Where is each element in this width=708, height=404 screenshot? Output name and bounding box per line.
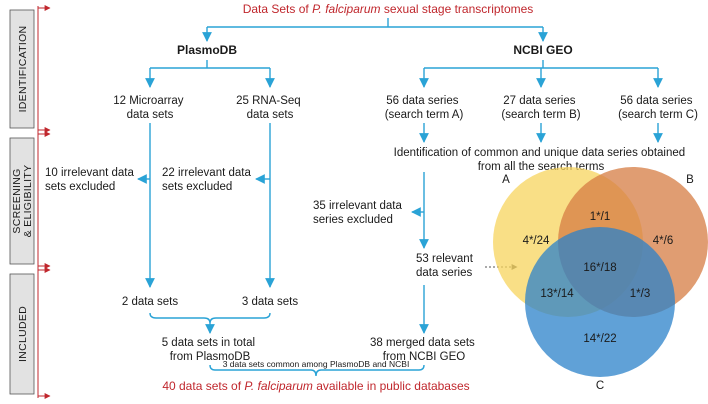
plasmodb-bracket bbox=[149, 312, 271, 324]
microarray-count: 12 Microarray data sets bbox=[113, 95, 187, 121]
stage-identification: IDENTIFICATION bbox=[9, 9, 35, 129]
geo-merged: 38 merged data sets from NCBI GEO bbox=[370, 337, 478, 363]
venn-circle-c bbox=[525, 227, 675, 377]
geo-screening-lines bbox=[411, 172, 429, 249]
stage-identification-label: IDENTIFICATION bbox=[17, 26, 29, 113]
stage-screening-label-line2: & ELIGIBILITY bbox=[22, 165, 34, 238]
diagram-title: Data Sets of P. falciparum sexual stage … bbox=[243, 2, 534, 16]
geo-header: NCBI GEO bbox=[513, 43, 572, 57]
stage-timeline bbox=[37, 5, 51, 399]
venn-only-c: 14*/22 bbox=[583, 333, 616, 345]
plasmodb-total: 5 data sets in total from PlasmoDB bbox=[162, 337, 259, 363]
geo-relevant: 53 relevant data series bbox=[416, 253, 476, 279]
plasmodb-split bbox=[145, 60, 275, 88]
geo-series-c: 56 data series (search term C) bbox=[618, 95, 698, 121]
geo-series-a: 56 data series (search term A) bbox=[385, 95, 464, 121]
venn-only-b: 4*/6 bbox=[653, 235, 673, 247]
footer-total: 40 data sets of P. falciparum available … bbox=[162, 379, 469, 393]
venn-a-b-c: 16*/18 bbox=[583, 262, 616, 274]
geo-series-b: 27 data series (search term B) bbox=[501, 95, 580, 121]
venn-label-b: B bbox=[686, 174, 694, 186]
common-note: 3 data sets common among PlasmoDB and NC… bbox=[223, 359, 410, 369]
top-connectors bbox=[202, 18, 548, 42]
excluded-rnaseq: 22 irrelevant data sets excluded bbox=[162, 167, 254, 193]
stage-included: INCLUDED bbox=[9, 273, 35, 395]
geo-split bbox=[419, 60, 663, 88]
stage-screening: SCREENING & ELIGIBILITY bbox=[9, 137, 35, 265]
plasmodb-header: PlasmoDB bbox=[177, 43, 237, 57]
venn-label-a: A bbox=[502, 174, 510, 186]
kept-rnaseq: 3 data sets bbox=[242, 296, 299, 308]
geo-series-arrows bbox=[419, 123, 663, 143]
rnaseq-count: 25 RNA-Seq data sets bbox=[236, 95, 304, 121]
excluded-microarray: 10 irrelevant data sets excluded bbox=[45, 167, 137, 193]
stage-included-label: INCLUDED bbox=[17, 306, 29, 362]
venn-only-a: 4*/24 bbox=[523, 235, 550, 247]
stage-screening-label-line1: SCREENING bbox=[11, 168, 23, 233]
common-bracket bbox=[209, 364, 425, 377]
venn-a-and-c: 13*/14 bbox=[540, 288, 574, 300]
plasmodb-screening-lines bbox=[137, 123, 275, 288]
venn-b-and-c: 1*/3 bbox=[630, 288, 650, 300]
kept-microarray: 2 data sets bbox=[122, 296, 179, 308]
venn-a-and-b: 1*/1 bbox=[590, 211, 610, 223]
venn-label-c: C bbox=[596, 380, 604, 392]
geo-excluded: 35 irrelevant data series excluded bbox=[313, 200, 405, 226]
venn-diagram: A B C 4*/24 4*/6 1*/1 16*/18 13*/14 1*/3… bbox=[493, 167, 708, 392]
